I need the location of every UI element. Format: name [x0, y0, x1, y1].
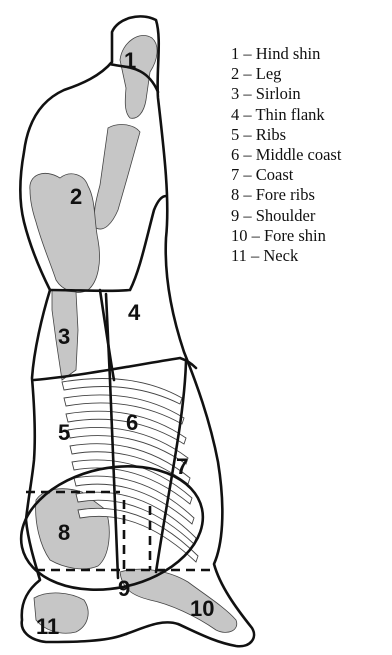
cut-line-rib-belly — [34, 358, 196, 380]
leg-bone — [94, 125, 140, 230]
region-number-coast: 7 — [176, 454, 188, 479]
region-number-fore-shin: 10 — [190, 596, 214, 621]
region-number-leg: 2 — [70, 184, 82, 209]
legend-item-ribs: 5 – Ribs — [231, 125, 392, 145]
region-number-middle-coast: 6 — [126, 410, 138, 435]
region-number-shoulder: 9 — [118, 576, 130, 601]
pelvis-bone — [30, 173, 100, 292]
legend-item-shoulder: 9 – Shoulder — [231, 206, 392, 226]
legend-item-thin-flank: 4 – Thin flank — [231, 105, 392, 125]
region-number-hind-shin: 1 — [124, 48, 136, 73]
legend-item-neck: 11 – Neck — [231, 246, 392, 266]
cuts-legend: 1 – Hind shin 2 – Leg 3 – Sirloin 4 – Th… — [231, 44, 392, 266]
legend-item-fore-ribs: 8 – Fore ribs — [231, 185, 392, 205]
legend-item-hind-shin: 1 – Hind shin — [231, 44, 392, 64]
legend-item-coast: 7 – Coast — [231, 165, 392, 185]
region-number-sirloin: 3 — [58, 324, 70, 349]
region-number-ribs: 5 — [58, 420, 70, 445]
region-number-fore-ribs: 8 — [58, 520, 70, 545]
region-number-neck: 11 — [36, 614, 59, 639]
region-number-thin-flank: 4 — [128, 300, 141, 325]
legend-item-middle-coast: 6 – Middle coast — [231, 145, 392, 165]
legend-item-fore-shin: 10 – Fore shin — [231, 226, 392, 246]
scapula-bone — [36, 489, 110, 569]
legend-item-sirloin: 3 – Sirloin — [231, 84, 392, 104]
legend-item-leg: 2 – Leg — [231, 64, 392, 84]
